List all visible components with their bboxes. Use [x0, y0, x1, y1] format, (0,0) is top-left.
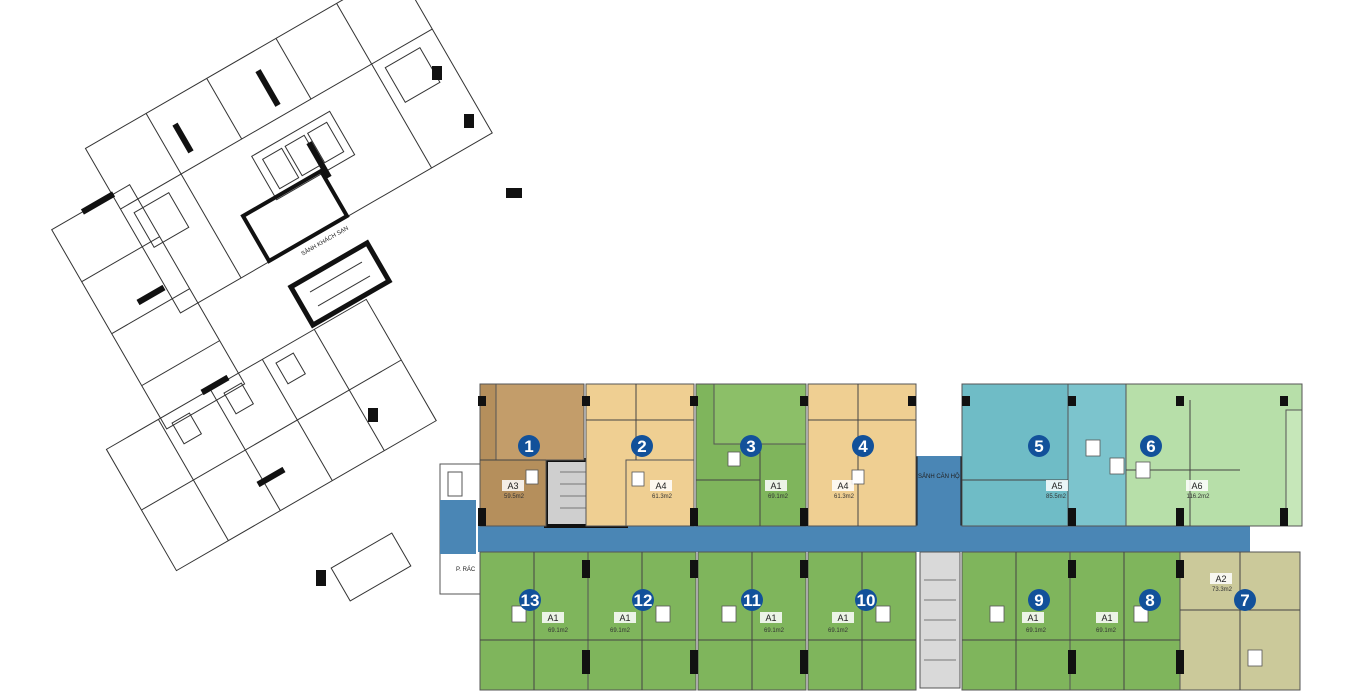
unit-label-6: A6 116.2m2: [1186, 480, 1210, 500]
unit-label-2: A4 61.3m2: [650, 480, 673, 500]
unit-area: 69.1m2: [1026, 628, 1047, 634]
unit-number: 10: [857, 591, 876, 610]
bathroom-fixtures: [511, 439, 1263, 667]
unit-type: A1: [765, 613, 776, 623]
unit-area: 69.1m2: [610, 628, 631, 634]
unit-area: 69.1m2: [828, 628, 849, 634]
unit-marker-3[interactable]: 3: [740, 435, 762, 457]
interior-partitions: [480, 384, 1300, 690]
unit-number: 4: [858, 437, 868, 456]
corridor: [478, 526, 1250, 552]
unit-area: 69.1m2: [1096, 628, 1117, 634]
unit-number: 9: [1034, 591, 1043, 610]
unit-label-3: A1 69.1m2: [765, 480, 789, 500]
unit-number: 7: [1240, 591, 1249, 610]
unit-area: 61.3m2: [834, 494, 855, 500]
unit-marker-10[interactable]: 10: [855, 589, 877, 611]
unit-type: A1: [619, 613, 630, 623]
unit-area: 69.1m2: [548, 628, 569, 634]
columns: [478, 396, 1288, 674]
unit-type: A1: [1027, 613, 1038, 623]
unit-type: A4: [837, 481, 848, 491]
unit-number: 8: [1145, 591, 1154, 610]
unit-label-10: A1 69.1m2: [828, 612, 854, 634]
unit-label-8: A1 69.1m2: [1096, 612, 1118, 634]
unit-label-4: A4 61.3m2: [832, 480, 855, 500]
unit-marker-12[interactable]: 12: [632, 589, 654, 611]
unit-marker-7[interactable]: 7: [1234, 589, 1256, 611]
unit-marker-8[interactable]: 8: [1139, 589, 1161, 611]
hotel-core: [240, 168, 412, 602]
unit-area: 116.2m2: [1187, 494, 1211, 500]
unit-8-area: [1069, 551, 1181, 691]
unit-type: A1: [770, 481, 781, 491]
unit-label-7: A2 73.3m2: [1210, 573, 1233, 593]
unit-number: 13: [521, 591, 540, 610]
unit-area: 61.3m2: [652, 494, 673, 500]
unit-number: 12: [634, 591, 653, 610]
link-block: [439, 463, 481, 595]
unit-marker-13[interactable]: 13: [519, 589, 541, 611]
unit-type: A5: [1051, 481, 1062, 491]
unit-label-11: A1 69.1m2: [760, 612, 785, 634]
unit-marker-11[interactable]: 11: [741, 589, 763, 611]
hotel-lower-block: [105, 298, 437, 572]
unit-type: A1: [837, 613, 848, 623]
unit-area: 59.5m2: [504, 494, 525, 500]
unit-label-1: A3 59.5m2: [502, 480, 525, 500]
hotel-left-block: [51, 184, 246, 430]
unit-area: 69.1m2: [768, 494, 789, 500]
apartment-lobby-label: SẢNH CĂN HỘ: [918, 473, 960, 480]
unit-marker-1[interactable]: 1: [518, 435, 540, 457]
unit-number: 6: [1146, 437, 1155, 456]
unit-label-12: A1 69.1m2: [610, 612, 636, 634]
unit-type: A3: [507, 481, 518, 491]
unit-type: A1: [547, 613, 558, 623]
hotel-walls: [80, 66, 522, 586]
unit-type: A1: [1101, 613, 1112, 623]
unit-marker-2[interactable]: 2: [631, 435, 653, 457]
unit-marker-5[interactable]: 5: [1028, 435, 1050, 457]
unit-number: 5: [1034, 437, 1043, 456]
unit-label-5: A5 85.5m2: [1046, 480, 1068, 500]
unit-label-9: A1 69.1m2: [1022, 612, 1047, 634]
unit-type: A2: [1215, 574, 1226, 584]
unit-label-13: A1 69.1m2: [542, 612, 569, 634]
unit-marker-9[interactable]: 9: [1028, 589, 1050, 611]
unit-marker-6[interactable]: 6: [1140, 435, 1162, 457]
trash-room-label: P. RÁC: [456, 566, 476, 573]
unit-number: 1: [524, 437, 533, 456]
unit-area: 85.5m2: [1046, 494, 1067, 500]
unit-type: A4: [655, 481, 666, 491]
unit-number: 3: [746, 437, 755, 456]
unit-number: 11: [743, 591, 761, 610]
unit-area: 69.1m2: [764, 628, 785, 634]
hotel-upper-block: [84, 0, 493, 314]
hotel-wing: [51, 0, 493, 572]
unit-type: A6: [1191, 481, 1202, 491]
unit-area: 73.3m2: [1212, 587, 1233, 593]
unit-marker-4[interactable]: 4: [852, 435, 874, 457]
unit-number: 2: [637, 437, 646, 456]
